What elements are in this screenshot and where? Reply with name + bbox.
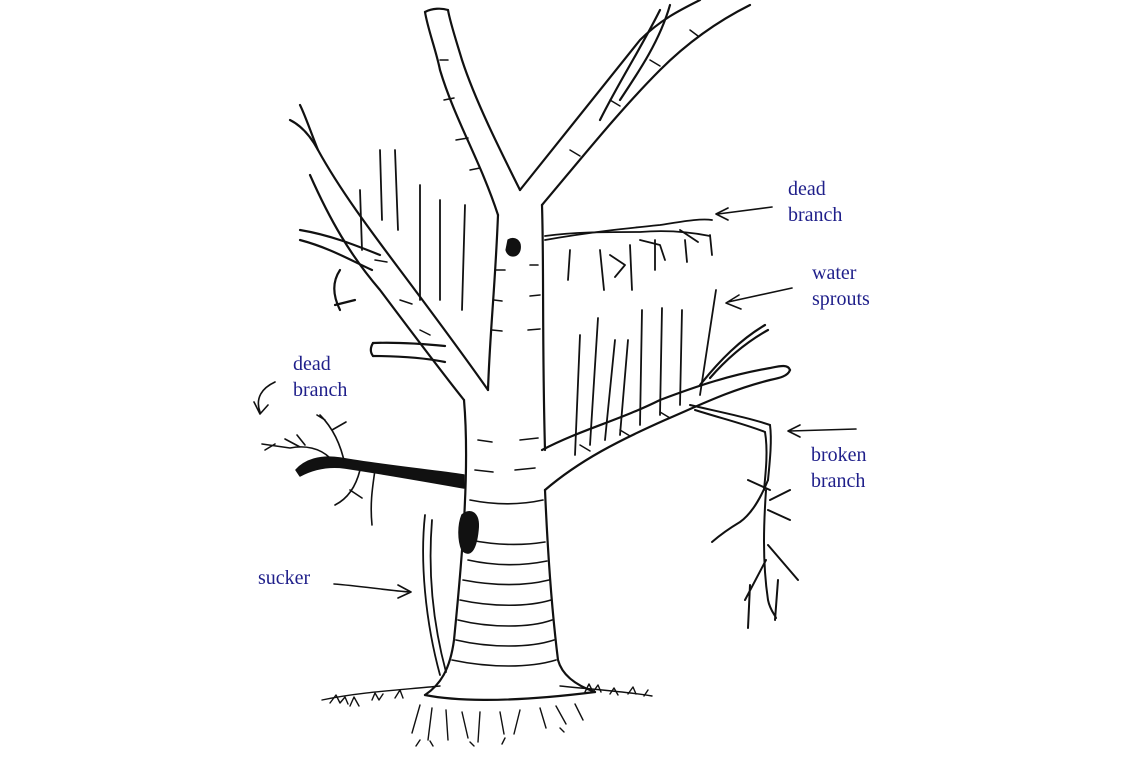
- broken-branch: [689, 404, 799, 629]
- arrow-broken-branch: [787, 424, 857, 438]
- left-main-branch: [288, 103, 490, 402]
- label-line: branch: [811, 470, 866, 492]
- label-sucker: sucker: [258, 565, 310, 591]
- label-water-sprouts: water sprouts: [812, 260, 870, 312]
- label-line: dead: [293, 353, 331, 375]
- ground: [321, 683, 653, 747]
- stub-branch: [369, 341, 447, 364]
- trunk: [423, 203, 597, 701]
- bark-texture: [451, 264, 557, 667]
- label-dead-branch-top: dead branch: [788, 176, 842, 228]
- arrow-water-sprouts: [725, 287, 793, 310]
- water-sprouts: [359, 149, 717, 456]
- label-dead-branch-left: dead branch: [293, 351, 347, 403]
- label-line: broken: [811, 444, 867, 466]
- label-line: sprouts: [812, 288, 870, 310]
- label-line: sucker: [258, 567, 311, 589]
- trunk-knot: [505, 237, 521, 257]
- upper-right-leader: [518, 0, 752, 207]
- dead-branch-left: [261, 414, 465, 526]
- sucker-shoot: [422, 514, 447, 676]
- upper-left-leader: [423, 7, 522, 217]
- arrow-dead-branch-left: [253, 381, 276, 415]
- label-line: branch: [788, 204, 843, 226]
- trunk-cavity: [458, 511, 479, 554]
- label-broken-branch: broken branch: [811, 442, 867, 494]
- annotation-arrows: [253, 206, 857, 599]
- label-line: dead: [788, 178, 826, 200]
- dead-branch-top: [544, 218, 713, 278]
- arrow-sucker: [333, 583, 412, 599]
- arrow-dead-branch-top: [715, 206, 773, 221]
- label-line: water: [812, 262, 857, 284]
- label-line: branch: [293, 379, 348, 401]
